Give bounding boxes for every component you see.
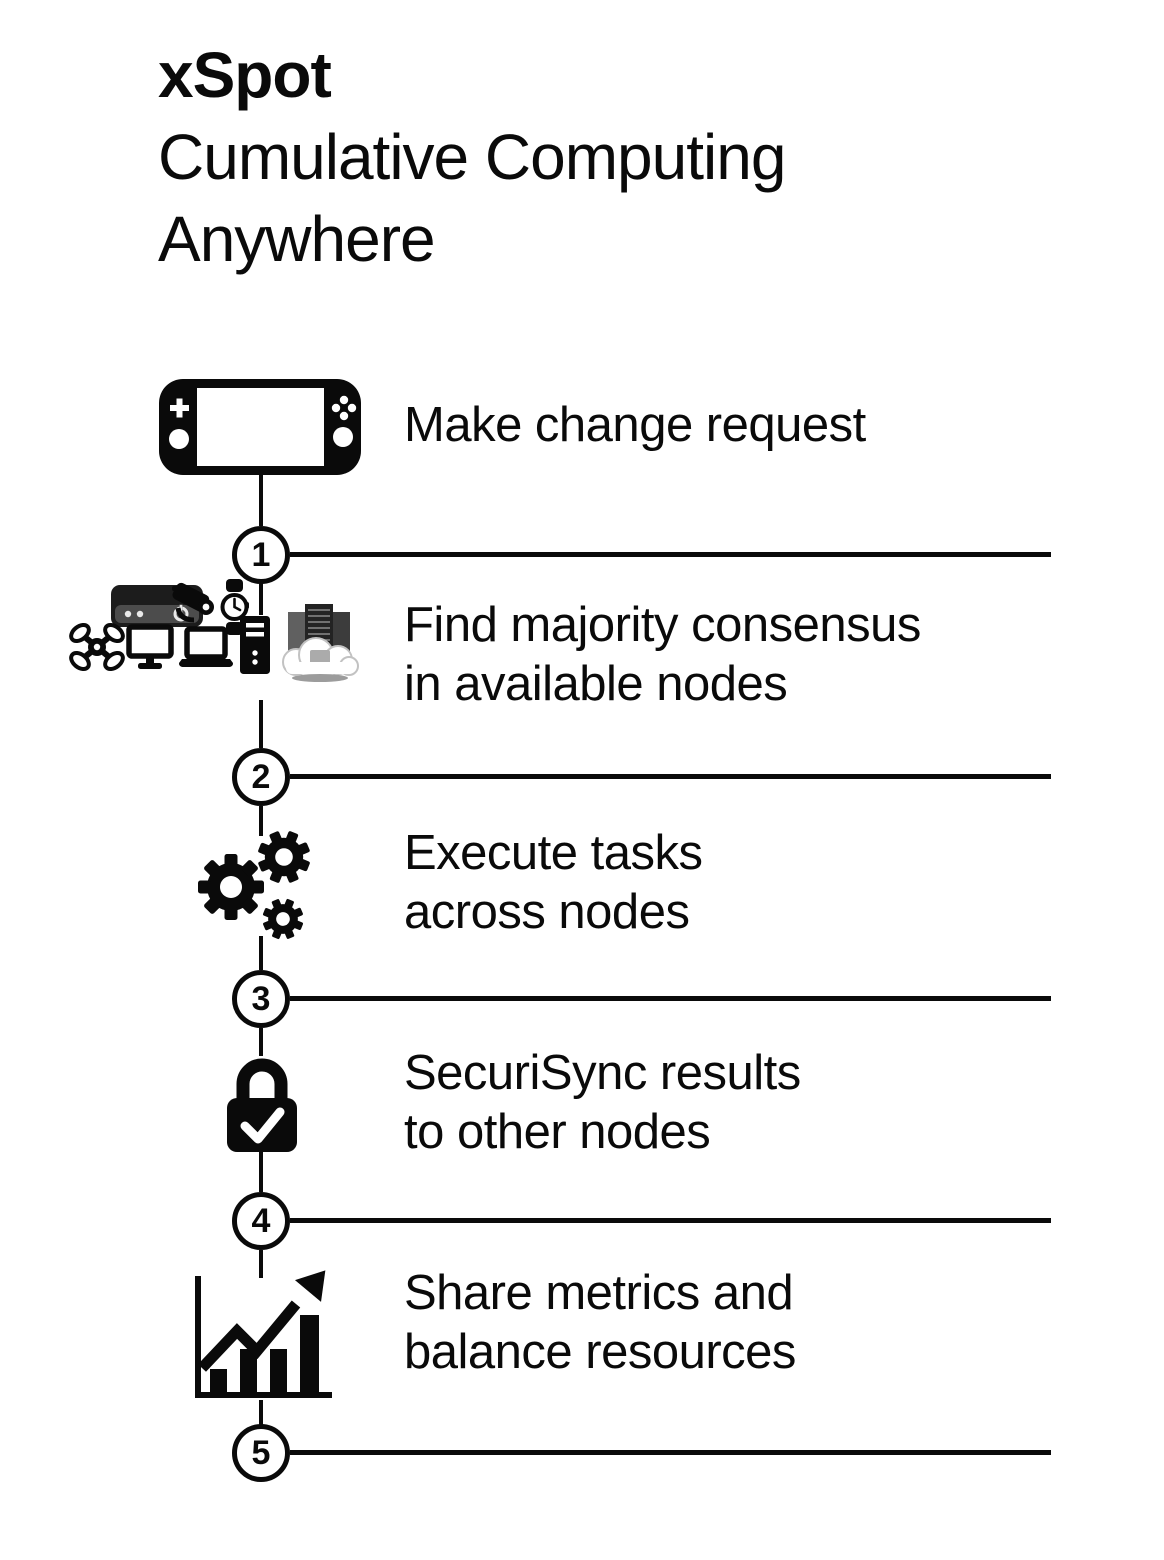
- step-number-4: 4: [232, 1192, 290, 1250]
- smartwatch-icon: [220, 579, 249, 635]
- step-1-label: Make change request: [404, 396, 866, 455]
- rail-step-1: [290, 552, 1051, 557]
- step-number-5: 5: [232, 1424, 290, 1482]
- connector-gears-to-3: [259, 936, 263, 970]
- step-3-label-line-1: Execute tasks: [404, 826, 703, 880]
- brand-name: xSpot: [158, 39, 332, 111]
- step-4-label: SecuriSync results to other nodes: [404, 1044, 801, 1162]
- connector-3-to-lock: [259, 1028, 263, 1056]
- step-number-1: 1: [232, 526, 290, 584]
- step-2-label: Find majority consensus in available nod…: [404, 596, 921, 714]
- gear-large-icon: [198, 854, 264, 920]
- step-number-2: 2: [232, 748, 290, 806]
- arrowhead-icon: [294, 1270, 326, 1302]
- metrics-chart-icon: [195, 1270, 332, 1398]
- security-camera-icon: [172, 582, 214, 623]
- laptop-icon: [178, 626, 234, 668]
- connector-console-to-1: [259, 474, 263, 526]
- connector-lock-to-4: [259, 1152, 263, 1192]
- connector-chart-to-5: [259, 1400, 263, 1426]
- checkmark-icon: [240, 1107, 285, 1144]
- step-5-label-line-2: balance resources: [404, 1325, 796, 1379]
- device-cluster-icon: [64, 578, 364, 688]
- rail-step-3: [290, 996, 1051, 1001]
- pc-tower-icon: [240, 616, 270, 674]
- rail-step-5: [290, 1450, 1051, 1455]
- step-number-3: 3: [232, 970, 290, 1028]
- connector-1-to-cluster: [259, 583, 263, 615]
- step-2-label-line-2: in available nodes: [404, 657, 788, 711]
- step-4-label-line-2: to other nodes: [404, 1105, 711, 1159]
- connector-cluster-to-2: [259, 700, 263, 748]
- drone-icon: [69, 622, 125, 672]
- game-console-icon: [159, 379, 361, 475]
- step-1-label-line-1: Make change request: [404, 398, 866, 452]
- step-3-label: Execute tasks across nodes: [404, 824, 703, 942]
- cloud-server-icon: [282, 604, 359, 682]
- connector-4-to-chart: [259, 1250, 263, 1278]
- step-4-label-line-1: SecuriSync results: [404, 1046, 801, 1100]
- step-3-label-line-2: across nodes: [404, 885, 690, 939]
- step-5-label-line-1: Share metrics and: [404, 1266, 794, 1320]
- gear-small-icon: [256, 892, 310, 946]
- step-2-label-line-1: Find majority consensus: [404, 598, 921, 652]
- rail-step-2: [290, 774, 1051, 779]
- title-line-1: Cumulative Computing: [158, 121, 786, 193]
- title-line-2: Anywhere: [158, 203, 436, 275]
- desktop-monitor-icon: [126, 624, 174, 669]
- padlock-check-icon: [227, 1058, 297, 1152]
- step-5-label: Share metrics and balance resources: [404, 1264, 796, 1382]
- connector-2-to-gears: [259, 806, 263, 836]
- rail-step-4: [290, 1218, 1051, 1223]
- gears-icon: [198, 828, 317, 946]
- page-title: xSpot Cumulative Computing Anywhere: [158, 34, 786, 280]
